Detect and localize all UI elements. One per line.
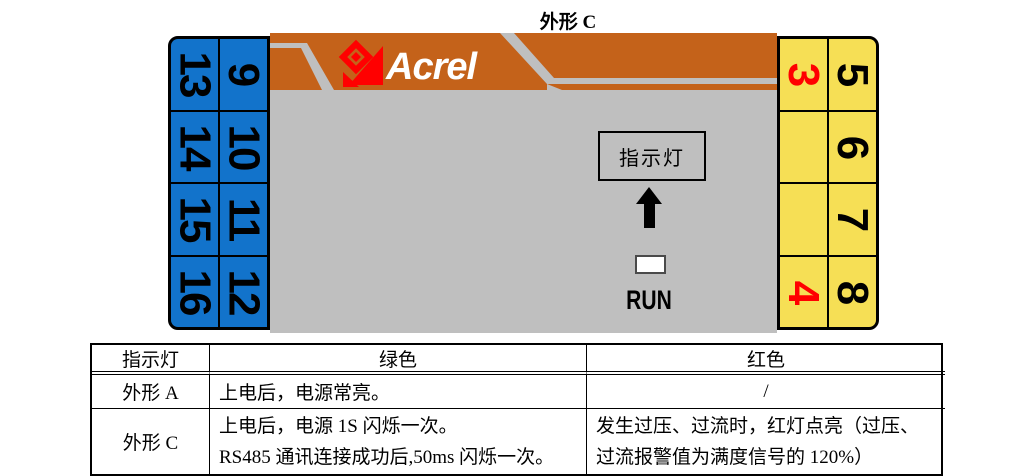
right-stripe (500, 33, 777, 84)
brand-band: Acrel (270, 33, 777, 90)
acrel-logo-text: Acrel (385, 46, 478, 88)
right-terminal-block: 3 5 6 7 4 8 (777, 36, 879, 330)
terminal-9: 9 (220, 39, 267, 110)
col-header-red: 红色 (587, 345, 945, 375)
terminal-blank-1 (780, 111, 827, 182)
row-a-green: 上电后，电源常亮。 (210, 375, 587, 409)
indicator-label-box: 指示灯 (598, 131, 706, 181)
terminal-15: 15 (171, 184, 218, 255)
row-c-name: 外形 C (92, 409, 210, 474)
figure-title: 外形 C (539, 12, 597, 33)
terminal-11: 11 (220, 184, 267, 255)
terminal-10: 10 (220, 111, 267, 182)
terminal-6: 6 (829, 111, 876, 182)
row-a-red: / (587, 375, 945, 409)
row-c-red-line-1: 发生过压、过流时，红灯点亮（过压、 (596, 415, 920, 437)
meter-outline-diagram: Acrel 13 9 14 10 15 11 16 12 3 5 6 7 4 8 (168, 33, 879, 333)
terminal-12: 12 (220, 256, 267, 327)
col-header-green: 绿色 (210, 345, 587, 375)
row-c-red: 发生过压、过流时，红灯点亮（过压、 过流报警值为满度信号的 120%） (587, 409, 945, 474)
right-stripe-taper (547, 84, 562, 90)
terminal-3: 3 (780, 39, 827, 110)
run-label: RUN (626, 285, 672, 315)
terminal-blank-2 (780, 184, 827, 255)
indicator-spec-table: 指示灯 绿色 红色 外形 A 上电后，电源常亮。 / 外形 C 上电后，电源 1… (90, 343, 945, 476)
terminal-8: 8 (829, 256, 876, 327)
row-a-name: 外形 A (92, 375, 210, 409)
terminal-13: 13 (171, 39, 218, 110)
row-c-green-line-1: 上电后，电源 1S 闪烁一次。 (219, 415, 458, 437)
up-arrow-icon (636, 187, 662, 228)
terminal-5: 5 (829, 39, 876, 110)
terminal-4: 4 (780, 256, 827, 327)
terminal-7: 7 (829, 184, 876, 255)
row-c-red-line-2: 过流报警值为满度信号的 120%） (596, 446, 874, 468)
left-stripe (270, 43, 334, 90)
acrel-logo-icon (338, 39, 383, 87)
row-c-green-line-2: RS485 通讯连接成功后,50ms 闪烁一次。 (219, 446, 555, 468)
col-header-indicator: 指示灯 (92, 345, 210, 375)
left-terminal-block: 13 9 14 10 15 11 16 12 (168, 36, 270, 330)
row-c-green: 上电后，电源 1S 闪烁一次。 RS485 通讯连接成功后,50ms 闪烁一次。 (210, 409, 587, 474)
run-led (635, 255, 666, 274)
terminal-16: 16 (171, 256, 218, 327)
terminal-14: 14 (171, 111, 218, 182)
